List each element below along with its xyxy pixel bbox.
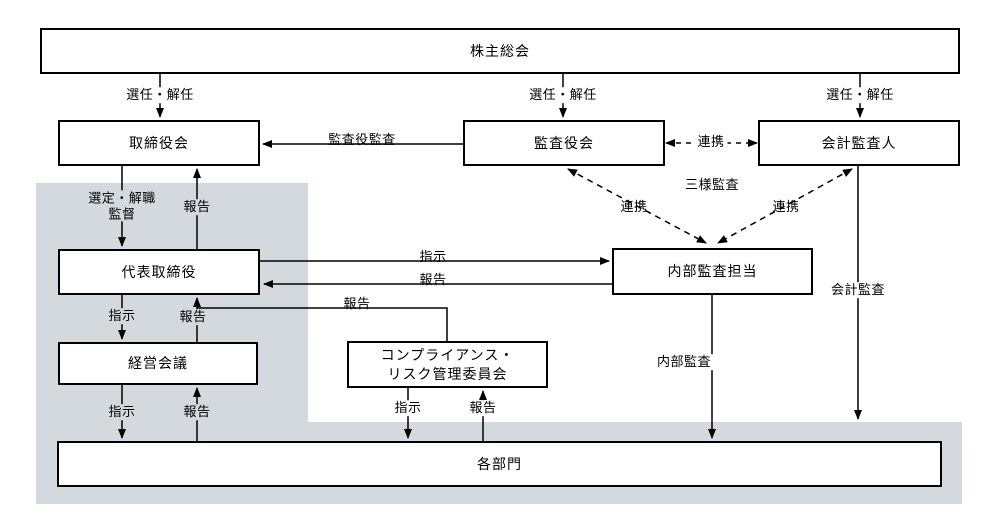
edge-label-appoint-dismiss-board: 選任・解任 [123, 87, 197, 103]
edge-label-compliance-instruct: 指示 [391, 400, 425, 416]
edge-label-cooperation-right: 連携 [772, 199, 800, 215]
edge-label-accounting-audit: 会計監査 [827, 282, 889, 298]
node-departments: 各部門 [57, 441, 942, 487]
compliance-committee-line1: コンプライアンス・ [380, 347, 515, 364]
edge-label-compliance-report-up: 報告 [343, 296, 371, 312]
line-compliance-report [197, 307, 448, 341]
edge-label-internal-audit: 内部監査 [653, 354, 715, 370]
edge-label-select-dismiss-supervise: 選定・解職 監督 [85, 190, 159, 222]
edge-label-internal-audit-report: 報告 [419, 272, 447, 288]
edge-label-instruct-departments: 指示 [105, 404, 139, 420]
edge-label-supervise: 監督 [108, 206, 136, 221]
node-board-of-directors: 取締役会 [58, 120, 260, 166]
edge-label-appoint-dismiss-accounting: 選任・解任 [823, 87, 897, 103]
edge-label-appoint-dismiss-audit-board: 選任・解任 [526, 87, 600, 103]
edge-label-auditor-audit: 監査役監査 [328, 132, 396, 148]
edge-label-report-to-representative: 報告 [176, 309, 210, 325]
edge-label-instruct-management: 指示 [105, 308, 139, 324]
node-audit-and-supervisory-board: 監査役会 [463, 120, 665, 166]
edge-label-cooperation-left: 連携 [620, 199, 648, 215]
edge-label-three-way-audit: 三様監査 [684, 177, 740, 193]
node-management-meeting: 経営会議 [58, 342, 258, 385]
dashed-cooperation-right [717, 168, 853, 244]
edge-label-cooperation-top: 連携 [694, 134, 728, 150]
edge-label-report-to-board: 報告 [180, 199, 214, 215]
node-representative-director: 代表取締役 [58, 249, 260, 295]
edge-label-instruct-internal-audit: 指示 [419, 249, 447, 265]
node-shareholders-meeting: 株主総会 [40, 28, 960, 74]
node-compliance-risk-committee: コンプライアンス・ リスク管理委員会 [347, 341, 548, 388]
edge-label-report-to-compliance: 報告 [466, 400, 500, 416]
edge-label-report-to-management: 報告 [180, 404, 214, 420]
dashed-cooperation-left [567, 168, 707, 244]
node-internal-audit-staff: 内部監査担当 [612, 248, 813, 295]
compliance-committee-line2: リスク管理委員会 [387, 365, 508, 382]
node-accounting-auditor: 会計監査人 [758, 120, 960, 166]
edge-label-select-dismiss: 選定・解職 [88, 190, 156, 206]
